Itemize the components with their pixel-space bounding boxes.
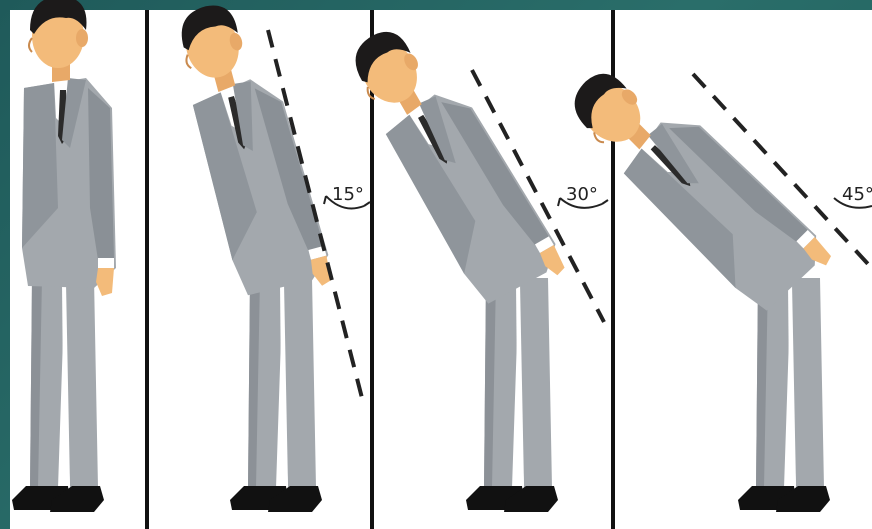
- figure-bow-15: [167, 0, 335, 512]
- figure-bow-30: [338, 8, 569, 512]
- figure-bow-45: [557, 43, 836, 512]
- angle-label-30: 30°: [566, 184, 598, 205]
- angle-label-15: 15°: [332, 184, 364, 205]
- angle-label-45: 45°: [842, 184, 872, 205]
- figure-standing: [12, 0, 116, 512]
